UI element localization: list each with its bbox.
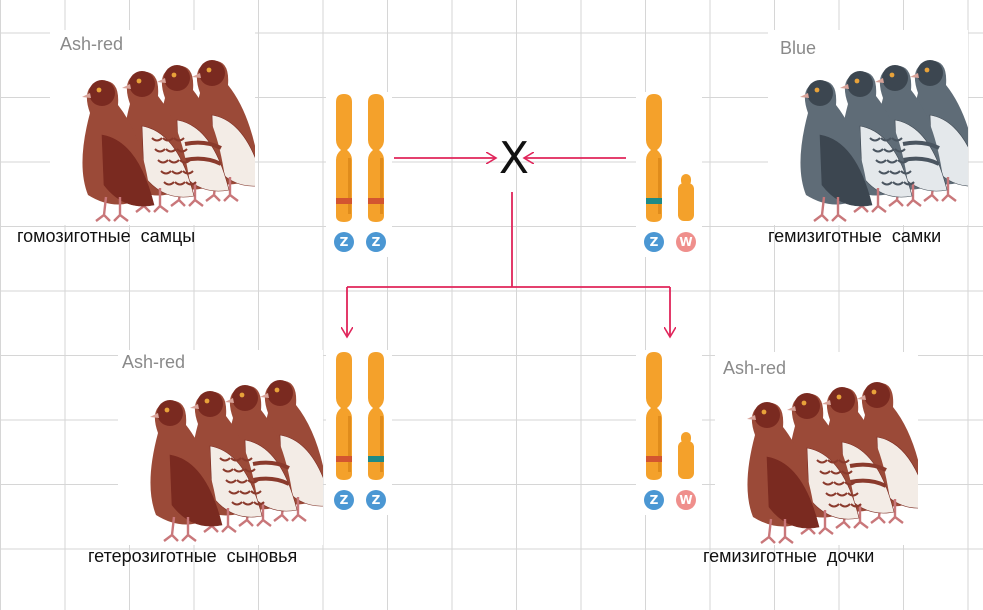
ash-red-pigeons-image <box>150 380 323 542</box>
z-label: Z <box>366 490 386 510</box>
cross-symbol: X <box>498 133 530 184</box>
male-parent-panel: Ash-red <box>50 30 255 225</box>
female-parent-caption: гемизиготные самки <box>768 226 942 246</box>
female-parent-panel: Blue <box>768 30 968 225</box>
allele-band <box>368 456 384 462</box>
pigeon-figure <box>82 80 155 222</box>
allele-band <box>336 198 352 204</box>
z-chromosome <box>336 352 352 480</box>
w-label: W <box>676 232 696 252</box>
pigeon-figure <box>150 400 223 542</box>
w-label: W <box>676 490 696 510</box>
z-label: Z <box>644 490 664 510</box>
sons-caption: гетерозиготные сыновья <box>88 546 298 566</box>
z-label: Z <box>644 232 664 252</box>
pigeon-figure <box>800 80 873 222</box>
sons-phenotype-label: Ash-red <box>122 352 186 372</box>
z-chromosome <box>368 94 384 222</box>
pigeon-figure <box>787 393 862 535</box>
z-label: Z <box>334 232 354 252</box>
allele-band <box>336 456 352 462</box>
allele-band <box>646 198 662 204</box>
ash-red-pigeons-image <box>82 60 255 222</box>
allele-band <box>646 456 662 462</box>
sons-panel: Ash-red <box>118 350 323 545</box>
w-chromosome <box>678 174 694 221</box>
w-chromosome <box>678 432 694 479</box>
z-chromosome <box>646 352 662 480</box>
z-label: Z <box>366 232 386 252</box>
pigeon-figure <box>747 402 820 544</box>
allele-band <box>368 198 384 204</box>
z-label: Z <box>334 490 354 510</box>
daughters-caption: гемизиготные дочки <box>703 546 875 566</box>
female-phenotype-label: Blue <box>780 38 817 58</box>
daughters-phenotype-label: Ash-red <box>723 358 787 378</box>
male-phenotype-label: Ash-red <box>60 34 124 54</box>
daughters-panel: Ash-red <box>715 352 918 545</box>
z-chromosome <box>368 352 384 480</box>
ash-red-pigeons-image <box>747 382 918 544</box>
z-chromosome <box>336 94 352 222</box>
z-chromosome <box>646 94 662 222</box>
blue-pigeons-image <box>800 60 968 222</box>
male-parent-caption: гомозиготные самцы <box>17 226 196 246</box>
